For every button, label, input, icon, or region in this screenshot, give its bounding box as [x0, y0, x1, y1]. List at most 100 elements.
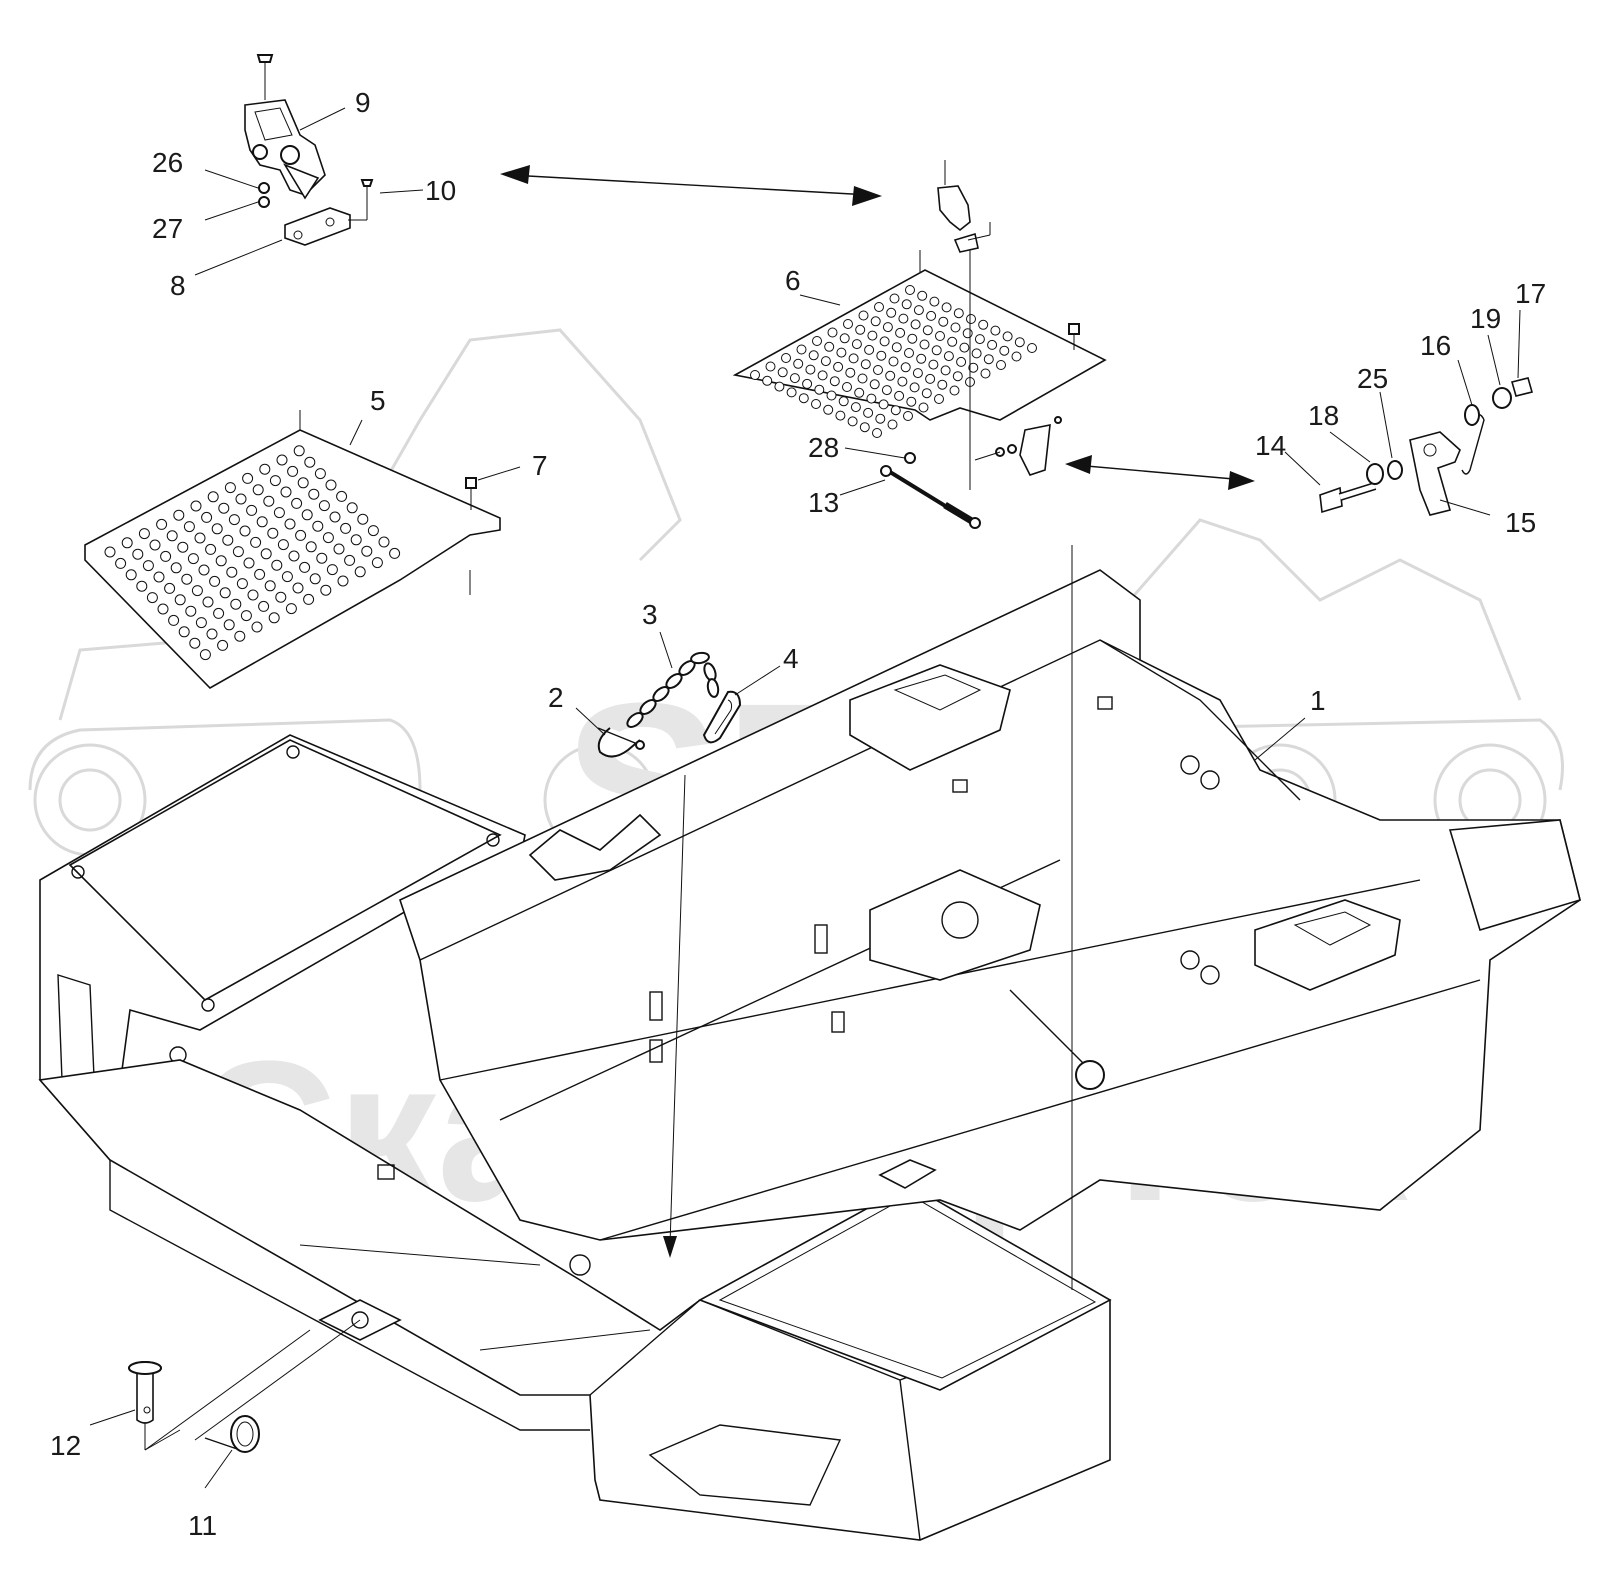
perforation-hole [798, 393, 809, 404]
perforation-hole [232, 546, 244, 558]
perforation-hole [297, 477, 309, 489]
perforation-hole [277, 539, 289, 551]
perforation-hole [121, 537, 133, 549]
arrow-gas-strut-detail [1065, 455, 1255, 490]
perforation-hole [934, 394, 944, 404]
callout-11: 11 [188, 1510, 217, 1541]
gas-strut [880, 250, 981, 529]
perforation-hole [215, 555, 227, 567]
callout-leaders [89, 107, 1521, 1489]
perforation-hole [166, 530, 178, 542]
perforation-hole [854, 387, 865, 398]
perforation-hole [978, 319, 989, 330]
callout-7: 7 [532, 450, 548, 481]
perforation-hole [142, 560, 154, 572]
perforation-hole [138, 528, 150, 540]
perforation-hole [999, 345, 1010, 356]
perforation-hole [906, 396, 917, 407]
arrow-latch-detail [500, 165, 882, 206]
perforation-hole [276, 454, 288, 466]
perforation-hole [811, 399, 821, 409]
perforation-hole [805, 364, 816, 375]
perforation-hole [1011, 351, 1022, 362]
callout-4: 4 [783, 643, 799, 674]
perforation-hole [875, 413, 886, 424]
perforation-hole [796, 344, 807, 355]
leader-lines [144, 545, 1073, 1451]
callout-5: 5 [370, 385, 386, 416]
perforation-hole [874, 302, 884, 312]
perforation-hole [157, 603, 169, 615]
callout-2: 2 [548, 682, 564, 713]
perforation-hole [242, 472, 254, 484]
callout-10: 10 [425, 175, 456, 206]
perforation-hole [823, 404, 834, 415]
perforation-hole [786, 387, 797, 398]
perforation-hole [858, 310, 869, 321]
main-frame [38, 569, 1581, 1541]
perforation-hole [950, 322, 961, 333]
perforation-hole [190, 500, 202, 512]
latch-assembly-installed [937, 160, 991, 253]
callout-9: 9 [355, 87, 371, 118]
perforation-hole [845, 367, 856, 378]
perforation-hole [966, 314, 976, 324]
latch-assembly-detail [244, 54, 374, 246]
perforation-hole [983, 354, 994, 365]
carabiner [702, 690, 742, 744]
perforation-hole [219, 587, 231, 599]
perforation-hole [941, 302, 952, 313]
callout-26: 26 [152, 147, 183, 178]
perforation-hole [305, 541, 317, 553]
perforation-hole [378, 536, 390, 548]
perforation-hole [913, 305, 924, 316]
perforation-hole [301, 509, 313, 521]
perforation-hole [271, 559, 283, 571]
perforation-hole [922, 325, 933, 336]
perforation-hole [309, 573, 321, 585]
perforation-hole [824, 341, 835, 352]
perforation-hole [344, 554, 356, 566]
perforation-hole [132, 548, 144, 560]
perforation-hole [174, 594, 186, 606]
perforation-hole [252, 484, 264, 496]
perforation-hole [935, 331, 945, 341]
callout-3: 3 [642, 599, 658, 630]
perforation-hole [904, 348, 914, 358]
perforation-hole [199, 649, 211, 661]
perforation-hole [260, 548, 272, 560]
perforation-hole [189, 637, 201, 649]
perforation-hole [867, 330, 878, 341]
perforation-hole [907, 333, 918, 344]
perforation-hole [956, 356, 967, 367]
perforation-hole [808, 350, 819, 361]
perforation-hole [336, 490, 348, 502]
perforation-hole [866, 393, 877, 404]
perforation-hole [996, 360, 1006, 370]
perforation-hole [940, 365, 951, 376]
perforation-hole [367, 525, 379, 537]
perforation-hole [104, 546, 116, 558]
perforation-hole [201, 511, 213, 523]
perforation-hole [191, 585, 203, 597]
perforation-hole [205, 543, 217, 555]
perforation-hole [774, 381, 785, 392]
perforation-hole [223, 619, 235, 631]
perforation-hole [291, 497, 303, 509]
perforation-hole [894, 390, 905, 401]
perforation-hole [314, 468, 326, 480]
callout-8: 8 [170, 270, 186, 301]
perforation-hole [900, 362, 911, 373]
perforation-hole [183, 521, 195, 533]
perforation-hole [765, 361, 776, 372]
perforation-hole [921, 388, 932, 399]
perforation-hole [843, 319, 853, 329]
perforation-hole [905, 285, 915, 295]
perforation-hole [357, 513, 369, 525]
perforation-hole [136, 580, 148, 592]
perforation-hole [153, 571, 165, 583]
bracket-detail [1319, 377, 1533, 516]
perforation-hole [218, 502, 230, 514]
perforation-hole [333, 543, 345, 555]
